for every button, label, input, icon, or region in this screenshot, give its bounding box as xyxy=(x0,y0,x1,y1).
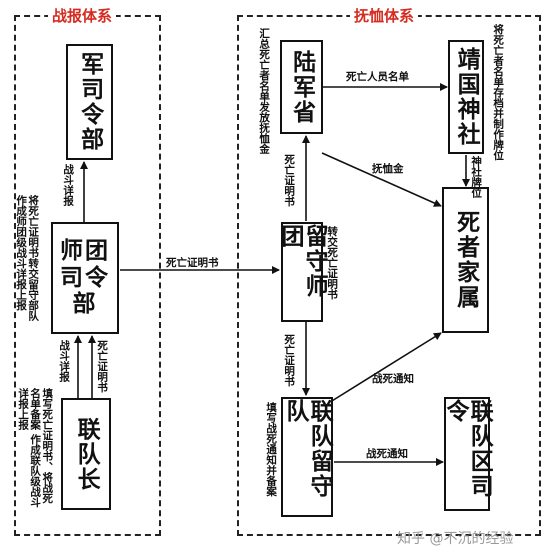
bereaved-family-box: 死者家属 xyxy=(442,187,489,333)
bereaved-family-text: 死者家属 xyxy=(452,210,480,310)
battle-report-title: 战报体系 xyxy=(48,5,117,26)
division-depot-box: 留守师团 xyxy=(277,222,329,322)
regiment-depot-text: 联队留守队 xyxy=(282,399,334,499)
regiment-commander-text: 联队长 xyxy=(73,416,101,492)
army-command-box: 军司令部 xyxy=(66,44,113,160)
arrow-ministry-to-family xyxy=(321,152,442,207)
division-note: 将死亡证明书转交留守部队 作成师团级战斗详报上报 xyxy=(15,195,40,321)
pension-money-label: 抚恤金 xyxy=(372,163,404,175)
depot-note: 转交死亡证明书 xyxy=(326,226,339,300)
death-notice-label-1: 战死通知 xyxy=(372,373,414,385)
regiment-district-text: 联队区司令 xyxy=(442,399,494,499)
yasukuni-box: 靖国神社 xyxy=(448,40,484,154)
army-command-text: 军司令部 xyxy=(76,52,104,152)
division-command-box: 师团司令部 xyxy=(51,222,119,334)
battle-detail-label-2: 战斗详报 xyxy=(58,340,71,382)
division-command-line1: 师团 xyxy=(60,237,110,265)
yasukuni-text: 靖国神社 xyxy=(453,47,481,147)
army-ministry-text: 陆军省 xyxy=(288,49,316,125)
division-command-line2: 司令部 xyxy=(60,263,110,318)
death-certificate-label-3: 死亡证明书 xyxy=(283,154,296,207)
regiment-commander-box: 联队长 xyxy=(61,398,111,510)
death-notice-label-2: 战死通知 xyxy=(366,448,408,460)
division-depot-text: 留守师团 xyxy=(277,224,329,299)
watermark: 知乎 @不沉的经验 xyxy=(397,531,514,547)
battle-detail-label-1: 战斗详报 xyxy=(62,164,75,206)
army-ministry-box: 陆军省 xyxy=(280,40,323,134)
pension-title: 抚恤体系 xyxy=(350,5,419,26)
ministry-note: 汇总死亡者名单发放抚恤金 xyxy=(258,28,271,154)
death-certificate-label-4: 死亡证明书 xyxy=(283,334,296,387)
tablet-label: 神社牌位 xyxy=(470,156,483,198)
regiment-note: 填写死亡证明书、将战死名单备案 作成联队级战斗详报上报 xyxy=(17,388,54,508)
arrow-depot-to-family xyxy=(326,332,442,405)
regiment-district-box: 联队区司令 xyxy=(442,397,494,511)
division-command-text: 师团司令部 xyxy=(53,237,117,318)
death-certificate-label-2: 死亡证明书 xyxy=(164,257,221,270)
death-certificate-label-1: 死亡证明书 xyxy=(96,340,109,393)
regiment-depot-note: 填写战死通知并备案 xyxy=(265,402,278,497)
death-list-label: 死亡人员名单 xyxy=(346,71,409,83)
regiment-depot-box: 联队留守队 xyxy=(281,397,333,517)
yasukuni-note: 将死亡者名单存档并制作牌位 xyxy=(492,24,505,161)
